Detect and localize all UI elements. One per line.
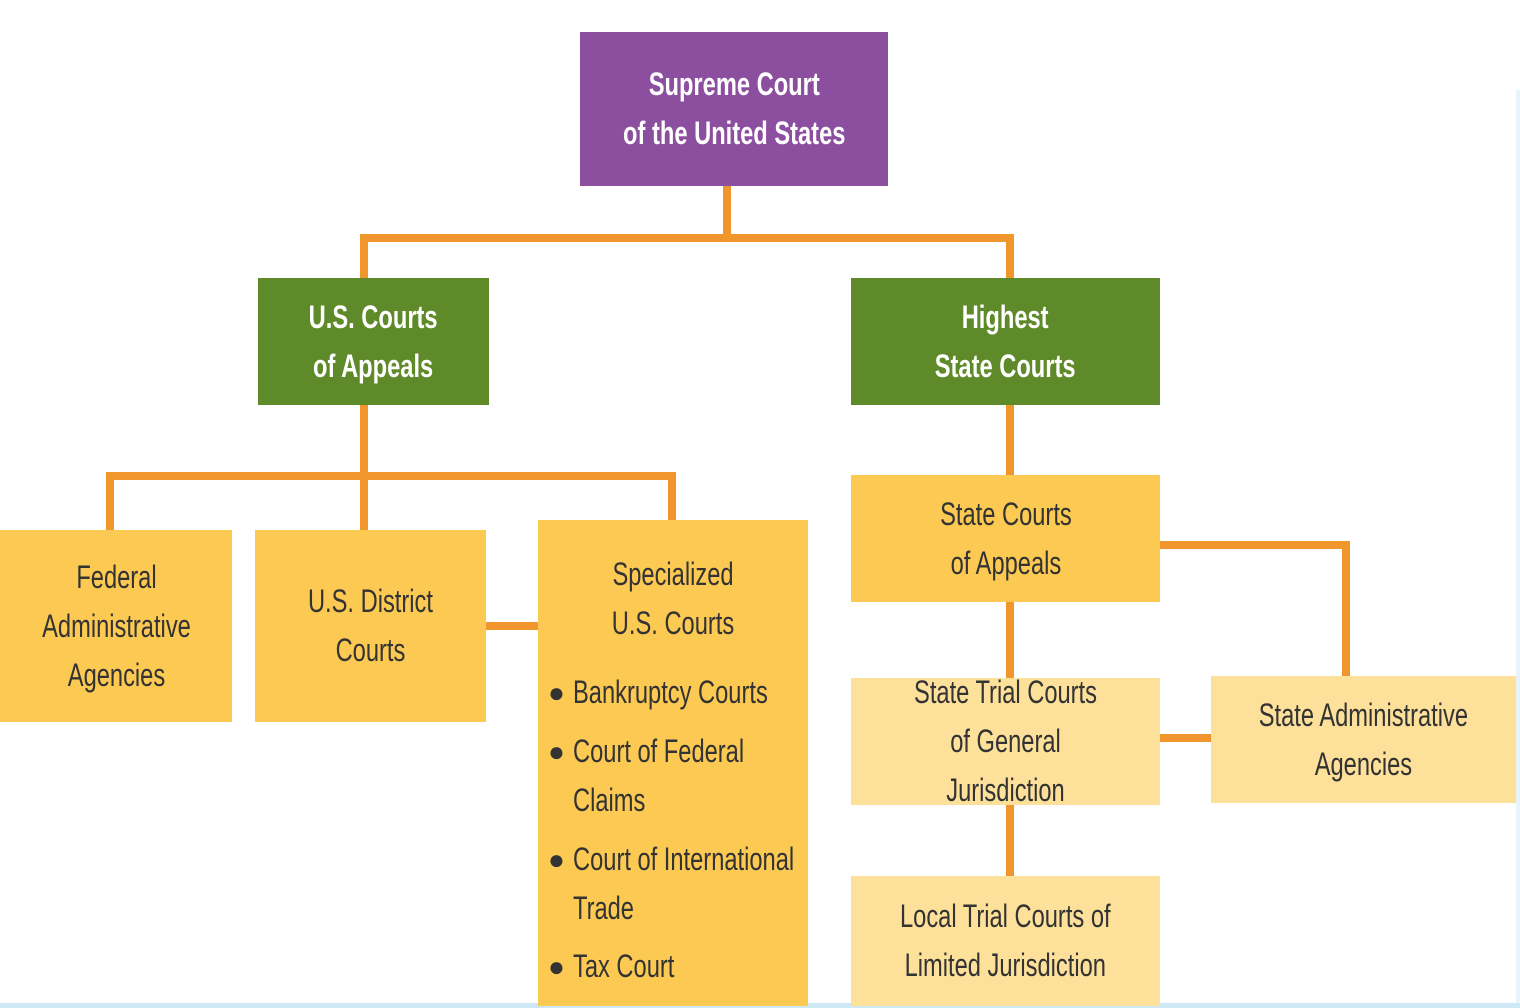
- local-trial-courts-box: Local Trial Courts of Limited Jurisdicti…: [851, 876, 1160, 1006]
- state-administrative-agencies-label: State Administrative Agencies: [1258, 696, 1469, 782]
- connector-to-state-agencies: [1342, 541, 1350, 676]
- state-administrative-agencies-box: State Administrative Agencies: [1211, 676, 1516, 803]
- bullet-icon: ●: [548, 677, 565, 708]
- connector-state-appeals-to-trial: [1006, 602, 1014, 678]
- us-courts-of-appeals-label: U.S. Courts of Appeals: [309, 298, 438, 384]
- state-trial-courts-box: State Trial Courts of General Jurisdicti…: [851, 674, 1160, 808]
- us-district-courts-box: U.S. District Courts: [255, 530, 486, 722]
- highest-state-courts-box: Highest State Courts: [851, 278, 1160, 405]
- highest-state-courts-label: Highest State Courts: [935, 298, 1076, 384]
- connector-federal-horizontal: [106, 472, 676, 480]
- connector-trial-agencies: [1158, 734, 1212, 742]
- specialized-item-label: Court of Federal Claims: [573, 733, 745, 818]
- connector-to-federal-agencies: [106, 472, 114, 530]
- specialized-us-courts-title: Specialized U.S. Courts: [611, 556, 735, 641]
- federal-administrative-agencies-box: Federal Administrative Agencies: [0, 530, 232, 722]
- connector-state-appeals-right: [1158, 541, 1350, 549]
- connector-top-horizontal: [360, 234, 1014, 242]
- state-trial-courts-label: State Trial Courts of General Jurisdicti…: [914, 674, 1097, 808]
- connector-highest-to-state-appeals: [1006, 405, 1014, 475]
- bullet-icon: ●: [548, 844, 565, 875]
- specialized-item-label: Bankruptcy Courts: [573, 674, 768, 710]
- us-courts-of-appeals-box: U.S. Courts of Appeals: [258, 278, 489, 405]
- specialized-item-label: Court of International Trade: [573, 841, 795, 926]
- federal-administrative-agencies-label: Federal Administrative Agencies: [41, 558, 191, 693]
- connector-trial-to-local: [1006, 804, 1014, 876]
- local-trial-courts-label: Local Trial Courts of Limited Jurisdicti…: [900, 898, 1111, 983]
- state-courts-of-appeals-box: State Courts of Appeals: [851, 475, 1160, 602]
- us-district-courts-label: U.S. District Courts: [308, 583, 433, 668]
- right-edge-strip: [1516, 90, 1520, 1008]
- bullet-icon: ●: [548, 736, 565, 767]
- specialized-item-label: Tax Court: [573, 948, 675, 984]
- state-courts-of-appeals-label: State Courts of Appeals: [939, 495, 1072, 581]
- connector-appeals-down: [360, 405, 368, 530]
- connector-supreme-down: [723, 186, 731, 238]
- specialized-us-courts-box: Specialized U.S. Courts ● Bankruptcy Cou…: [538, 520, 808, 1006]
- connector-to-highest-state: [1006, 234, 1014, 278]
- connector-to-specialized: [668, 472, 676, 522]
- connector-district-specialized: [485, 622, 540, 630]
- supreme-court-box: Supreme Court of the United States: [580, 32, 888, 186]
- bullet-icon: ●: [548, 951, 565, 982]
- supreme-court-label: Supreme Court of the United States: [622, 66, 846, 151]
- connector-to-appeals: [360, 234, 368, 278]
